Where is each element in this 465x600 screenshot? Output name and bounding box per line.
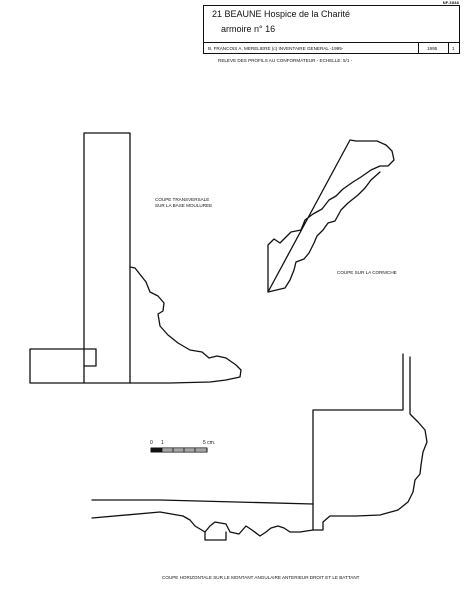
scale-tick-0: 0 [150,440,153,446]
vertical-stile [83,132,131,384]
year-cell: 1995 [418,43,449,54]
cornice-section-label: COUPE SUR LA CORNICHE [337,270,397,275]
transverse-section-profile [29,132,242,384]
corner-post-inner [312,353,404,505]
title-location: 21 BEAUNE Hospice de la Charité [212,9,351,19]
cornice-profile [267,139,395,293]
title-object: armoire n° 16 [221,24,276,34]
door-panel-bottom [91,511,314,537]
scale-tick-5: 5 cm. [203,440,216,446]
title-block: 21 BEAUNE Hospice de la Charité armoire … [203,5,460,54]
sheet-number: 1 [452,46,455,51]
cornice-contour [267,139,395,293]
horizontal-section-label: COUPE HORIZONTALE SUR LE MONTANT ANGULAI… [162,575,360,580]
base-moulding-contour [129,266,242,384]
door-panel-top [91,499,314,505]
scale-bar-fill [151,448,162,452]
title-meta-row: B. FRANCOIS A. MERELIERE (c) INVENTAIRE … [204,42,459,54]
scale-tick-1: 1 [161,440,164,446]
door-rebate [204,531,227,541]
corner-post-moulding [312,356,428,531]
plinth-tongue [83,348,97,367]
horizontal-section-profile [91,353,428,541]
year-value: 1995 [427,46,438,51]
survey-note: RELEVE DES PROFILS AU CONFORMATEUR - ECH… [218,58,353,63]
plinth-step [29,348,85,384]
author-credit: B. FRANCOIS A. MERELIERE (c) INVENTAIRE … [208,46,344,51]
scale-bar [150,447,208,453]
scale-labels: 0 1 5 cm. [147,440,217,448]
archive-reference: NF.3838 [442,0,459,5]
transverse-section-label: COUPE TRANSVERSALE SUR LA BASE MOULUREE [155,197,213,208]
